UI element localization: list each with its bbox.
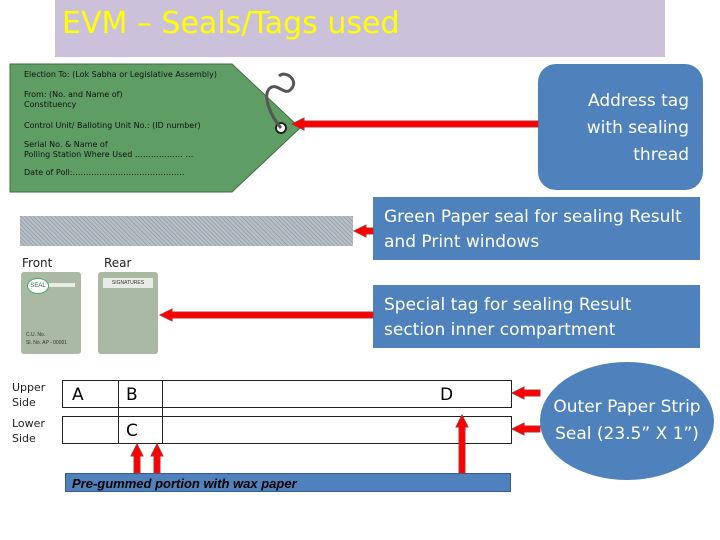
tag-line-serial: Serial No. & Name of xyxy=(24,140,108,149)
tag-line-from: From: (No. and Name of) xyxy=(24,90,123,99)
callout-address-tag: Address tag with sealing thread xyxy=(538,64,703,190)
pregummed-label-text: Pre-gummed portion with wax paper xyxy=(72,476,297,491)
strip-letter-b: B xyxy=(126,385,138,405)
pregummed-label-box: Pre-gummed portion with wax paper xyxy=(65,473,511,492)
lower-side-label: Lower Side xyxy=(12,417,45,445)
green-paper-seal-image xyxy=(20,216,353,246)
address-tag-image xyxy=(9,63,301,193)
arrow-outer-strip-upper xyxy=(510,386,541,400)
callout-address-tag-text: Address tag with sealing thread xyxy=(586,91,689,165)
tag-line-constituency: Constituency xyxy=(24,100,77,109)
sealing-thread-icon xyxy=(265,72,295,129)
tag-line-polling-station: Polling Station Where Used ……………… … xyxy=(24,150,194,159)
page-title: EVM – Seals/Tags used xyxy=(62,6,400,41)
rear-signatures-text: SIGNATURES xyxy=(103,278,153,288)
callout-special-tag-text: Special tag for sealing Result section i… xyxy=(384,295,632,340)
title-bar xyxy=(55,0,665,57)
arrow-special-tag xyxy=(158,308,374,322)
strip-right-divider xyxy=(162,380,163,444)
strip-lower-row xyxy=(62,416,512,444)
callout-outer-strip-text: Outer Paper Strip Seal (23.5” X 1”) xyxy=(553,397,701,444)
strip-letter-a: A xyxy=(72,385,84,405)
front-cu-text: C.U. No. xyxy=(26,332,46,338)
arrow-pregummed-2 xyxy=(150,442,164,474)
special-tag-rear-image: SIGNATURES xyxy=(98,272,158,354)
callout-green-seal-text: Green Paper seal for sealing Result and … xyxy=(384,207,682,252)
front-sl-text: Sl. No. AP - 00001 xyxy=(26,340,68,346)
strip-left-divider xyxy=(118,380,119,444)
upper-side-label: Upper Side xyxy=(12,381,46,409)
front-stripe xyxy=(49,283,75,287)
tag-line-unit: Control Unit/ Balloting Unit No.: (ID nu… xyxy=(24,121,201,130)
front-label: Front xyxy=(22,256,53,270)
strip-letter-c: C xyxy=(126,421,138,441)
callout-green-seal: Green Paper seal for sealing Result and … xyxy=(373,197,700,260)
tag-line-date: Date of Poll:…………………………………… xyxy=(24,168,185,177)
callout-special-tag: Special tag for sealing Result section i… xyxy=(373,285,700,348)
rear-label: Rear xyxy=(104,256,132,270)
tag-line-election: Election To: (Lok Sabha or Legislative A… xyxy=(24,70,218,79)
arrow-green-seal xyxy=(352,224,374,238)
callout-outer-strip: Outer Paper Strip Seal (23.5” X 1”) xyxy=(540,362,714,480)
arrow-outer-strip-lower xyxy=(510,422,541,436)
special-tag-front-image: SEAL C.U. No. Sl. No. AP - 00001 xyxy=(21,272,81,354)
strip-letter-d: D xyxy=(440,385,454,405)
seal-oval-icon: SEAL xyxy=(27,278,49,294)
strip-upper-row xyxy=(62,380,512,408)
arrow-pregummed-1 xyxy=(130,442,144,474)
